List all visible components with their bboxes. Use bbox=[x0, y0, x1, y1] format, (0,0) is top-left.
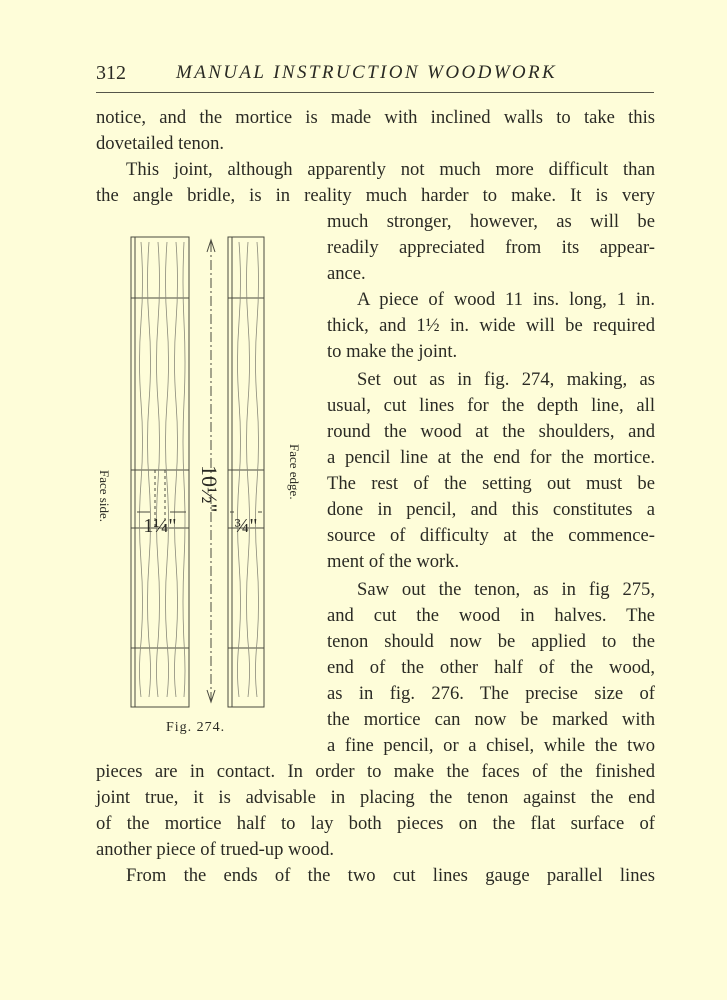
text-line: to make the joint. bbox=[327, 341, 458, 362]
text-line: source of difficulty at the commence- bbox=[327, 525, 655, 546]
dim-width-label: 1¼" bbox=[143, 515, 176, 537]
face-side-label: Face side. bbox=[97, 470, 112, 522]
text-line: Saw out the tenon, as in fig 275, bbox=[357, 579, 655, 600]
figure-caption: Fig. 274. bbox=[166, 720, 226, 735]
page-number: 312 bbox=[96, 62, 126, 84]
header-rule bbox=[96, 92, 654, 93]
text-line: ment of the work. bbox=[327, 551, 460, 572]
text-line: end of the other half of the wood, bbox=[327, 657, 655, 678]
text-line: and cut the wood in halves. The bbox=[327, 605, 655, 626]
text-line: thick, and 1½ in. wide will be required bbox=[327, 315, 655, 336]
text-line: as in fig. 276. The precise size of bbox=[327, 683, 655, 704]
face-edge-label: Face edge. bbox=[287, 444, 302, 500]
face-edge-piece bbox=[227, 236, 265, 708]
face-side-grain bbox=[139, 241, 186, 698]
text-line: tenon should now be applied to the bbox=[327, 631, 655, 652]
text-line: the mortice can now be marked with bbox=[327, 709, 655, 730]
text-line: much stronger, however, as will be bbox=[327, 211, 655, 232]
page-header: 312 MANUAL INSTRUCTION WOODWORK bbox=[96, 60, 656, 88]
text-line: of the mortice half to lay both pieces o… bbox=[96, 813, 655, 834]
text-line: notice, and the mortice is made with inc… bbox=[96, 107, 655, 128]
text-line: done in pencil, and this constitutes a bbox=[327, 499, 655, 520]
text-line: The rest of the setting out must be bbox=[327, 473, 655, 494]
text-line: usual, cut lines for the depth line, all bbox=[327, 395, 655, 416]
text-line: another piece of trued-up wood. bbox=[96, 839, 335, 860]
text-line: This joint, although apparently not much… bbox=[126, 159, 655, 180]
length-dimension bbox=[206, 238, 216, 704]
face-edge-grain bbox=[237, 241, 259, 698]
text-line: the angle bridle, is in reality much har… bbox=[96, 185, 655, 206]
text-line: dovetailed tenon. bbox=[96, 133, 225, 154]
text-line: round the wood at the shoulders, and bbox=[327, 421, 655, 442]
text-line: readily appreciated from its appear- bbox=[327, 237, 655, 258]
text-line: ance. bbox=[327, 263, 366, 284]
text-line: A piece of wood 11 ins. long, 1 in. bbox=[357, 289, 655, 310]
text-line: a fine pencil, or a chisel, while the tw… bbox=[327, 735, 655, 756]
text-line: From the ends of the two cut lines gauge… bbox=[126, 865, 655, 886]
dim-length-label: 10½" bbox=[197, 465, 222, 512]
running-title: MANUAL INSTRUCTION WOODWORK bbox=[176, 62, 558, 83]
face-side-piece bbox=[130, 236, 190, 708]
dim-thickness-label: ¾" bbox=[234, 515, 257, 537]
text-line: a pencil line at the end for the mortice… bbox=[327, 447, 655, 468]
text-line: Set out as in fig. 274, making, as bbox=[357, 369, 655, 390]
fig-274-drawing: 10½" 1¼" ¾" bbox=[130, 236, 265, 708]
text-line: pieces are in contact. In order to make … bbox=[96, 761, 655, 782]
text-line: joint true, it is advisable in placing t… bbox=[96, 787, 655, 808]
